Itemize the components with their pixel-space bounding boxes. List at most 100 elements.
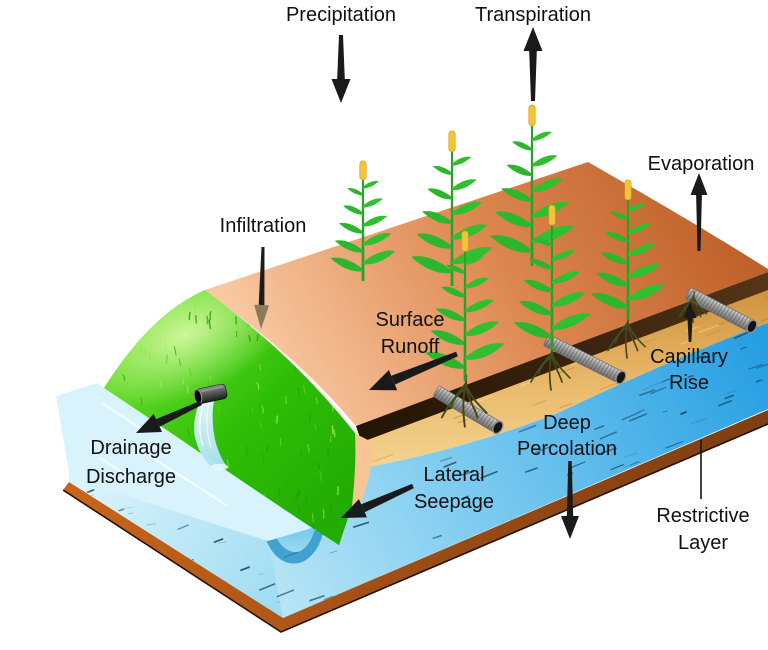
- grass-blade: [329, 504, 333, 513]
- corn-leaf: [605, 231, 628, 243]
- corrugation: [439, 390, 448, 401]
- water-dash: [440, 456, 453, 462]
- water-dash: [460, 495, 469, 501]
- drainage-discharge-arrow: [136, 401, 202, 433]
- corrugation: [701, 296, 709, 308]
- soil-streak: [764, 294, 768, 299]
- label-precipitation: Precipitation: [285, 4, 397, 26]
- corrugation: [574, 350, 583, 362]
- root-cluster: [440, 373, 488, 428]
- grass-blade: [196, 295, 199, 305]
- arrow-head: [690, 173, 708, 195]
- water-dash: [518, 424, 537, 433]
- water-dash: [630, 460, 640, 466]
- corn-leaf: [363, 180, 379, 189]
- corn-plant: [425, 230, 505, 381]
- label-restrictive-layer: Restrictive Layer: [656, 505, 750, 554]
- corn-leaf: [489, 234, 532, 253]
- water-dash: [726, 389, 738, 394]
- water-dash: [638, 389, 656, 397]
- pipe-opening: [492, 420, 504, 435]
- corn-leaf: [441, 286, 465, 298]
- grass-blade: [144, 347, 147, 356]
- label-transpiration: Transpiration: [475, 4, 591, 26]
- soil-streak: [372, 453, 394, 463]
- corn-leaf: [523, 279, 552, 293]
- grass-blade: [319, 471, 322, 481]
- corrugation: [556, 341, 564, 353]
- grass-blade: [316, 462, 320, 470]
- corrugation: [460, 402, 469, 413]
- corn-tassel: [461, 230, 469, 252]
- corn-leaf: [338, 222, 363, 234]
- arrow-shaft: [529, 51, 537, 101]
- grass-blade: [309, 413, 312, 422]
- grass-blade: [235, 316, 237, 325]
- channel-u-notch-rim: [261, 502, 327, 564]
- corn-leaf: [532, 155, 558, 167]
- corrugation: [478, 412, 487, 424]
- soil-streak: [478, 433, 495, 441]
- grass-blade: [302, 385, 306, 393]
- corn-leaf: [465, 277, 489, 289]
- corn-leaf: [628, 203, 646, 212]
- drain-pipe: [433, 386, 504, 435]
- grass-blade: [186, 427, 190, 436]
- corn-leaf: [513, 321, 552, 339]
- water-dash: [665, 440, 684, 449]
- label-lateral-seepage: Lateral Seepage: [413, 464, 495, 513]
- water-dash: [127, 512, 134, 515]
- corrugation: [445, 393, 454, 405]
- corn-leaf: [628, 284, 666, 301]
- grass-blade: [258, 364, 262, 371]
- root: [627, 323, 646, 348]
- channel-wall-face: [70, 477, 283, 618]
- corn-leaf: [500, 188, 532, 202]
- water-dash: [662, 410, 668, 414]
- corn-leaf: [363, 215, 388, 227]
- corn-leaf: [421, 210, 452, 225]
- corn-stem: [450, 145, 454, 286]
- corn-plant: [330, 160, 396, 281]
- root-clusters: [440, 290, 708, 428]
- grass-blade: [315, 397, 318, 405]
- corn-leaf: [495, 211, 532, 228]
- corn-leaf: [452, 246, 493, 265]
- root: [462, 382, 467, 428]
- corn-stem: [361, 175, 365, 281]
- corn-leaf: [552, 271, 581, 284]
- grass-blade: [275, 415, 278, 424]
- corn-leaf: [330, 257, 363, 272]
- stream-highlight: [199, 403, 205, 447]
- water-dash: [628, 412, 648, 422]
- corrugation: [583, 355, 592, 367]
- water-stream: [194, 398, 227, 469]
- grass-blade: [248, 334, 251, 342]
- water-dash: [213, 538, 224, 544]
- discharge-water-stream: [194, 398, 228, 471]
- root-cluster: [530, 344, 571, 391]
- corn-leaf: [432, 165, 452, 175]
- arrow-head: [331, 79, 351, 103]
- splash: [210, 463, 228, 471]
- water-dash: [718, 400, 733, 407]
- grass-blade: [256, 333, 259, 342]
- water-streak: [138, 447, 189, 482]
- grass-blade: [178, 358, 182, 367]
- water-dash: [118, 508, 125, 512]
- corn-leaf: [552, 250, 576, 261]
- grass-blade: [122, 363, 126, 371]
- grass-blade: [140, 397, 143, 407]
- corrugation: [451, 397, 460, 408]
- water-dash: [680, 410, 687, 416]
- arrow-shaft: [566, 461, 574, 516]
- corrugation: [743, 318, 752, 330]
- corn-leaf: [532, 131, 552, 141]
- grass-blade: [295, 492, 299, 502]
- corn-stem: [550, 219, 554, 350]
- soil-streak: [644, 338, 656, 343]
- drain-pipe: [685, 287, 758, 334]
- grass-blade: [259, 421, 263, 429]
- label-infiltration: Infiltration: [219, 215, 307, 237]
- corn-leaf: [334, 240, 363, 253]
